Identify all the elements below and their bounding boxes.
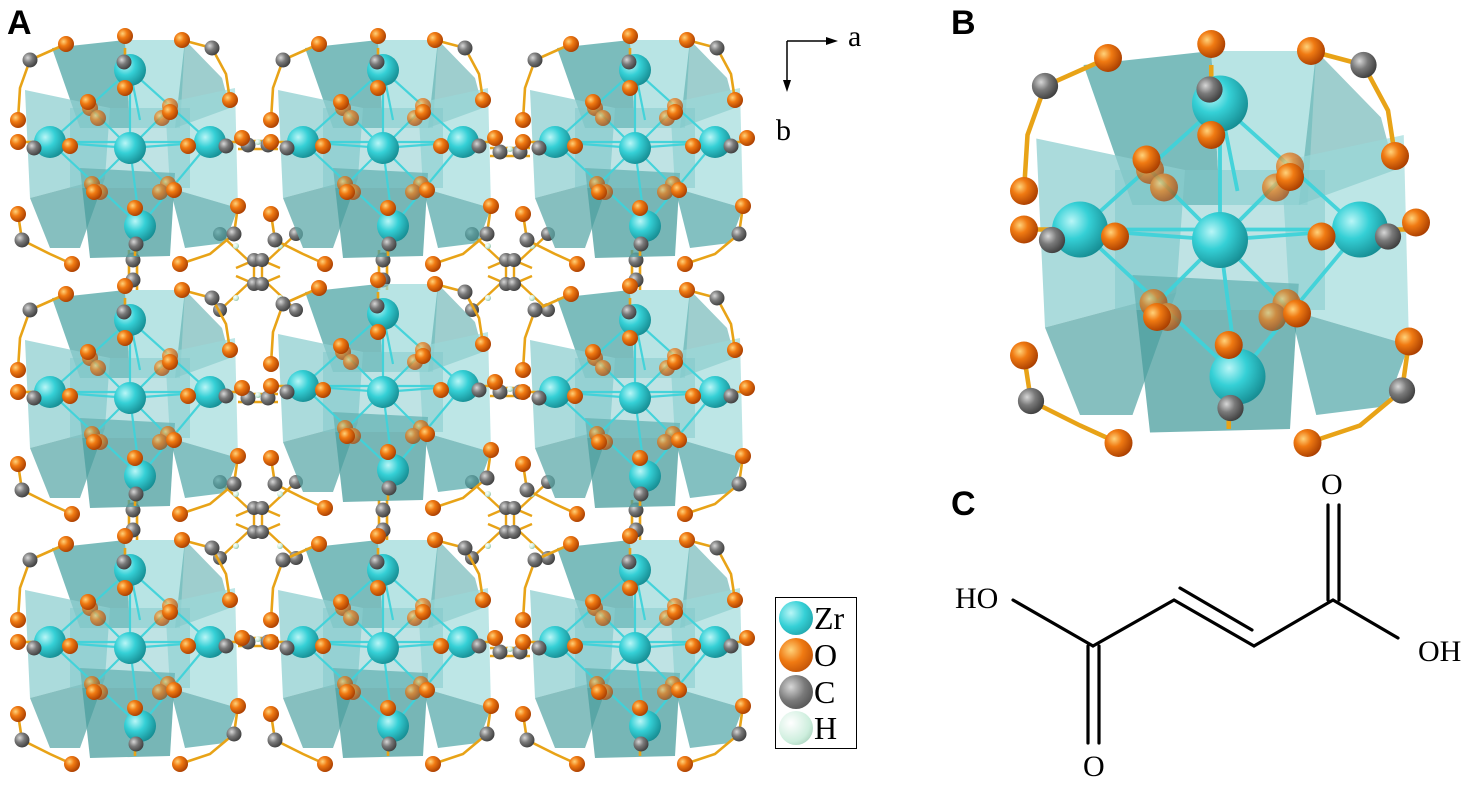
legend-item-c: C [779, 674, 835, 710]
sbu-cluster-detail [1010, 30, 1430, 457]
legend-item-o: O [779, 637, 837, 673]
zr6-cluster [261, 526, 505, 774]
panel-label-c: C [951, 485, 976, 523]
legend-item-h: H [779, 710, 837, 746]
zr-atom-icon [779, 601, 813, 635]
zr6-cluster [513, 526, 757, 774]
carbonyl-bottom-label: O [1083, 750, 1105, 783]
axis-indicator [783, 37, 838, 92]
legend-label: C [814, 674, 836, 710]
legend-label: O [814, 637, 838, 673]
hydroxyl-right-label: OH [1418, 635, 1461, 668]
carbonyl-top-label: O [1321, 468, 1343, 501]
framework-lattice [8, 26, 757, 774]
legend-label: Zr [814, 600, 845, 636]
zr6-cluster [8, 526, 252, 774]
zr6-cluster [261, 26, 505, 274]
zr6-cluster [8, 276, 252, 524]
axis-a-label: a [848, 20, 862, 53]
legend-label: H [814, 710, 838, 746]
panel-label-a: A [7, 4, 32, 42]
oxygen-atom-icon [779, 638, 813, 672]
fumaric-acid-structure [1011, 503, 1400, 745]
carbon-atom-icon [779, 675, 813, 709]
legend-item-zr: Zr [779, 600, 844, 636]
zr6-cluster [513, 26, 757, 274]
panel-label-b: B [951, 4, 976, 42]
zr6-cluster [8, 26, 252, 274]
linker-knot [463, 473, 557, 567]
element-legend: Zr O C H [775, 597, 857, 749]
axis-b-label: b [776, 114, 791, 147]
hydroxyl-left-label: HO [955, 582, 998, 615]
hydrogen-atom-icon [779, 711, 813, 745]
